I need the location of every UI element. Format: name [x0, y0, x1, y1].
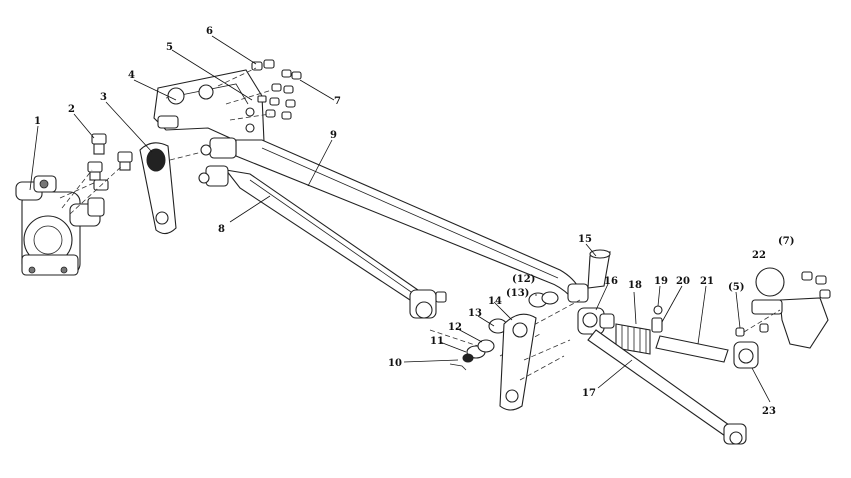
callout-15: 15 [578, 234, 592, 245]
mounting-bracket [153, 69, 265, 151]
callout-12-paren: (12) [512, 274, 535, 285]
tie-rod-left [198, 165, 419, 301]
callout-22: 22 [752, 250, 766, 261]
callout-17: 17 [582, 388, 596, 399]
callout-21: 21 [700, 276, 714, 287]
callout-7-paren: (7) [778, 236, 794, 247]
callout-13: 13 [468, 308, 482, 319]
callout-2: 2 [68, 104, 75, 115]
tie-rod-right [587, 329, 747, 445]
drag-link [200, 137, 589, 303]
callout-5-paren: (5) [728, 282, 744, 293]
callout-23: 23 [762, 406, 776, 417]
bracket-bolts-and-nuts [217, 59, 302, 121]
callout-1: 1 [34, 116, 41, 127]
callout-18: 18 [628, 280, 642, 291]
callout-4: 4 [128, 70, 135, 81]
callout-3: 3 [100, 92, 107, 103]
gear-mounting-bolts [59, 133, 133, 215]
callout-20: 20 [676, 276, 690, 287]
right-ball-joint [577, 307, 615, 335]
knuckle-arm [499, 313, 571, 411]
callout-9: 9 [330, 130, 337, 141]
callout-labels: 1 2 3 4 5 6 7 8 9 10 11 12 (12) 13 (13) … [34, 26, 794, 417]
leader-lines [29, 35, 771, 403]
callout-8: 8 [218, 224, 225, 235]
callout-6: 6 [206, 26, 213, 37]
callout-16: 16 [604, 276, 618, 287]
pitman-arm [139, 142, 211, 235]
callout-19: 19 [654, 276, 668, 287]
callout-7: 7 [334, 96, 341, 107]
steering-gear-box [15, 175, 105, 276]
callout-13-paren: (13) [506, 288, 529, 299]
callout-10: 10 [388, 358, 402, 369]
callout-14: 14 [488, 296, 502, 307]
callout-5: 5 [166, 42, 173, 53]
dust-boot [587, 249, 611, 289]
callout-11: 11 [430, 336, 444, 347]
callout-12: 12 [448, 322, 462, 333]
bellows-and-clamp [615, 305, 663, 355]
end-ball-joint-and-bracket [733, 267, 831, 369]
